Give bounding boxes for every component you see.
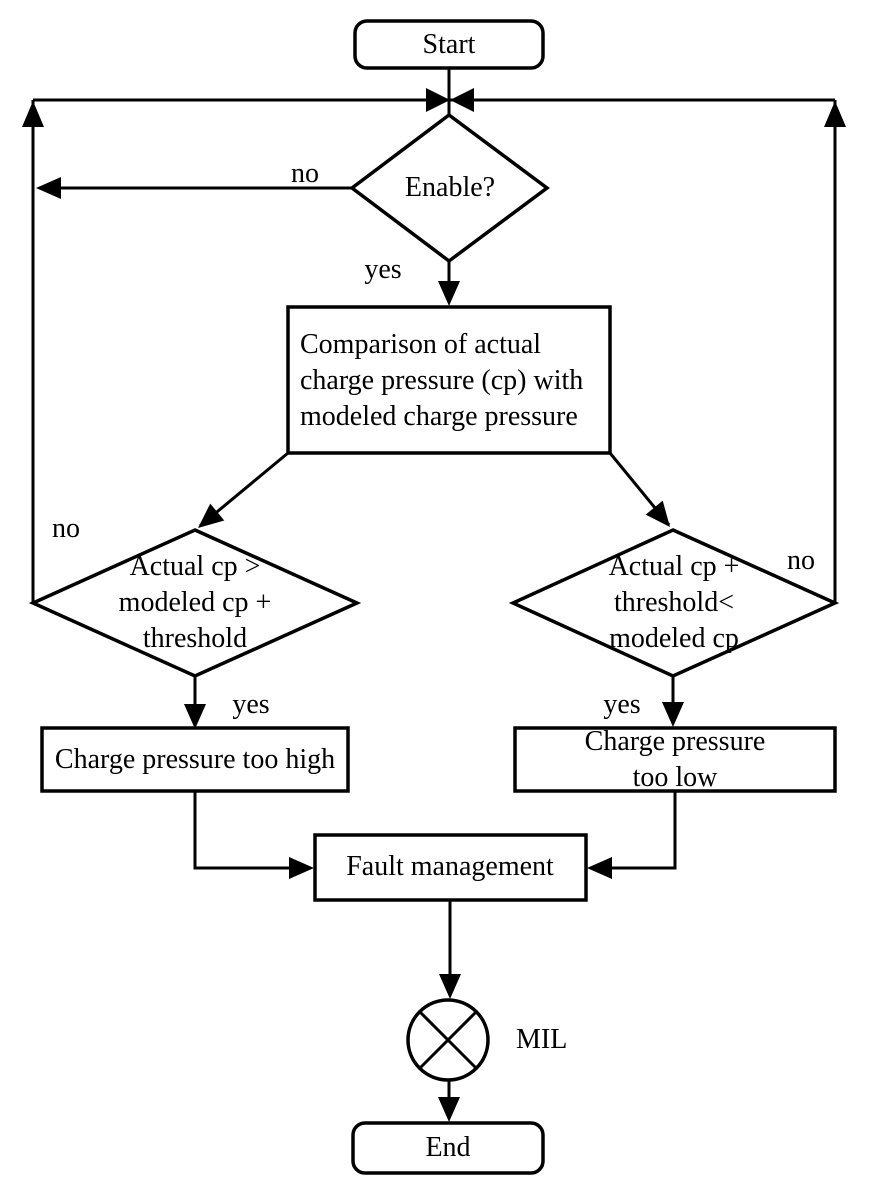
enable-decision-node [349,112,550,264]
enable-no-arrowhead [36,177,61,199]
right-return-up-arrow [824,101,846,127]
comparison-label: Comparison of actual charge pressure (cp… [300,329,584,432]
left-return-up-arrow [22,101,44,127]
enable-yes-arrowhead [438,281,460,306]
edge-too-high-to-fault [193,791,311,870]
too-high-node [40,726,350,793]
low-decision-in-arrowhead [645,500,670,527]
high-decision-node [28,528,362,678]
fault-management-node [313,833,588,902]
low-yes-edge-label: yes [603,689,641,720]
start-node [353,19,545,70]
start-label: Start [422,29,476,60]
high-yes-arrowhead [184,704,206,729]
end-label: End [425,1132,471,1163]
low-decision-node [508,528,840,678]
enable-no-edge-label: no [291,158,319,189]
low-decision-label: Actual cp + threshold< modeled cp [608,551,740,654]
fault-management-label: Fault management [346,851,554,882]
fault-right-arrowhead [587,857,612,879]
low-no-edge-label: no [787,545,815,576]
high-yes-edge-label: yes [232,689,270,720]
mil-in-arrowhead [439,974,461,999]
enable-yes-edge-label: yes [364,254,402,285]
enable-label: Enable? [404,172,496,203]
high-decision-label: Actual cp > modeled cp + threshold [118,551,272,654]
end-in-arrowhead [438,1097,460,1122]
high-no-edge-label: no [52,513,80,544]
too-high-label: Charge pressure too high [54,744,336,775]
comparison-node [286,305,612,455]
high-decision-in-arrowhead [198,503,225,528]
end-node [351,1121,545,1175]
low-yes-arrowhead [662,702,684,727]
fault-left-arrowhead [289,857,314,879]
mil-label: MIL [516,1024,568,1055]
junction-arrow-from-right [450,88,474,112]
too-low-node [513,726,837,793]
junction-arrow-from-left [426,88,450,112]
edge-too-low-to-fault [590,791,677,870]
mil-lamp-cross-line-2 [418,1010,478,1070]
too-low-label: Charge pressure too low [584,726,766,793]
